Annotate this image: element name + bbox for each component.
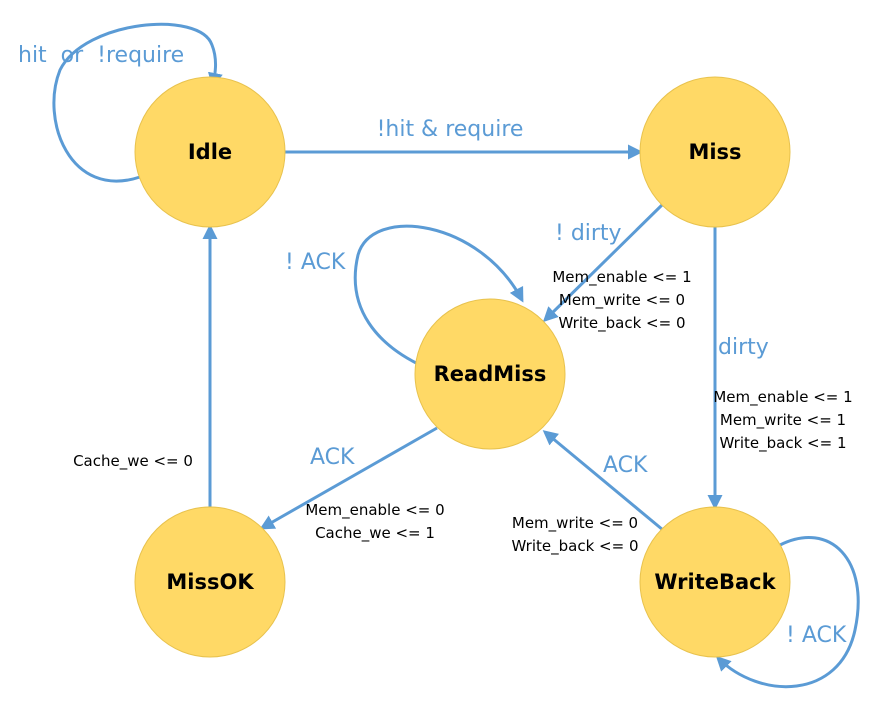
edge-readmiss-to-missok (259, 426, 438, 530)
state-missok: MissOK (134, 506, 286, 658)
state-miss: Miss (639, 76, 791, 228)
state-idle-label: Idle (188, 140, 232, 164)
state-readmiss: ReadMiss (414, 298, 566, 450)
action-miss-to-writeback-3: Write_back <= 1 (720, 434, 847, 453)
action-miss-to-readmiss-2: Mem_write <= 0 (559, 291, 685, 310)
edge-writeback-to-readmiss (542, 430, 664, 532)
action-miss-to-readmiss-3: Write_back <= 0 (559, 314, 686, 333)
label-readmiss-to-missok: ACK (310, 445, 355, 470)
action-readmiss-to-missok-2: Cache_we <= 1 (315, 524, 435, 543)
label-writeback-self: ! ACK (786, 623, 847, 648)
action-writeback-to-readmiss-2: Write_back <= 0 (512, 537, 639, 556)
state-writeback: WriteBack (639, 506, 791, 658)
edge-writeback-self (715, 536, 860, 689)
state-writeback-label: WriteBack (654, 570, 776, 594)
state-idle: Idle (134, 76, 286, 228)
action-miss-to-writeback-2: Mem_write <= 1 (720, 411, 846, 430)
state-missok-label: MissOK (166, 570, 254, 594)
action-missok-to-idle-1: Cache_we <= 0 (73, 452, 193, 471)
label-idle-to-miss: !hit & require (377, 117, 524, 142)
action-miss-to-writeback-1: Mem_enable <= 1 (713, 388, 852, 407)
action-miss-to-readmiss-1: Mem_enable <= 1 (552, 268, 691, 287)
label-readmiss-self: ! ACK (285, 250, 346, 275)
action-readmiss-to-missok-1: Mem_enable <= 0 (305, 501, 444, 520)
action-writeback-to-readmiss-1: Mem_write <= 0 (512, 514, 638, 533)
state-readmiss-label: ReadMiss (434, 362, 547, 386)
edge-readmiss-self (353, 224, 524, 366)
label-writeback-to-readmiss: ACK (603, 453, 648, 478)
label-miss-to-readmiss: ! dirty (555, 221, 622, 246)
edge-miss-to-readmiss (542, 202, 665, 323)
label-miss-to-writeback: dirty (718, 335, 769, 360)
edge-idle-self (52, 22, 223, 183)
state-miss-label: Miss (688, 140, 741, 164)
label-idle-self: hit or !require (18, 43, 184, 68)
